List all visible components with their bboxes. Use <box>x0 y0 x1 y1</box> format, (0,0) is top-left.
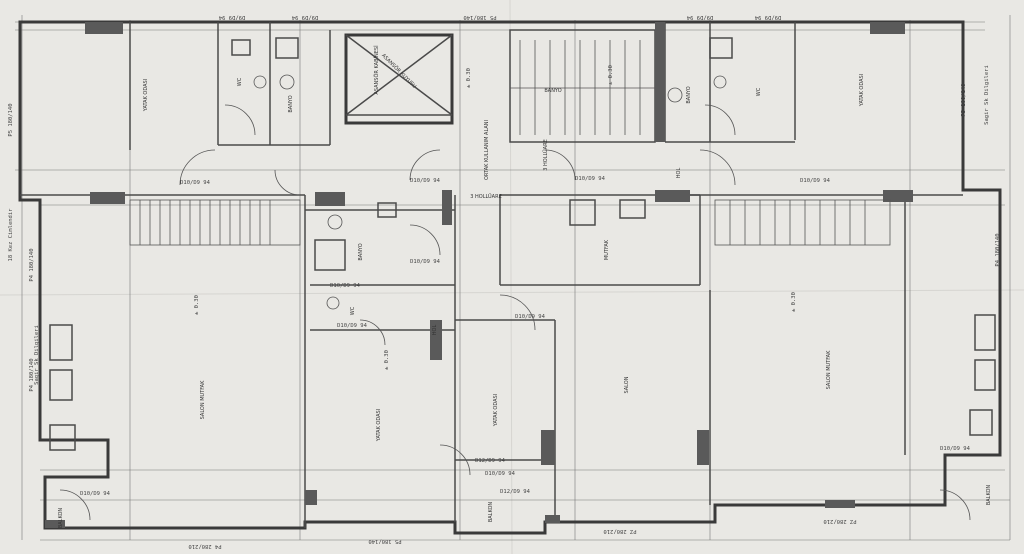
room-label: YATAK ODASI <box>376 409 382 442</box>
fold-line <box>0 289 1024 296</box>
interior-walls <box>20 22 963 528</box>
room-label: WC <box>237 77 243 86</box>
staircase-right <box>714 199 891 246</box>
room-label: BANYO <box>358 243 364 260</box>
structural-columns <box>45 22 913 528</box>
dimension-label: P4 280/210 <box>188 543 221 549</box>
dimension-label: D9/D9 94 <box>291 14 318 20</box>
room-label: YATAK ODASI <box>859 74 865 107</box>
room-label: YATAK ODASI <box>143 79 149 112</box>
dimension-label: PZ 280/210 <box>823 518 856 524</box>
dimension-label: D10/D9 94 <box>800 178 830 184</box>
dimension-label: D10/D9 94 <box>575 176 605 182</box>
room-label: ASANSÖR KABİNESİ <box>373 45 380 94</box>
dimension-label: D10/D9 94 <box>485 471 515 477</box>
dimension-label: ± 0.30 <box>384 350 390 370</box>
staircase-center <box>510 40 655 135</box>
dimension-labels: D9/D9 94 D9/D9 94 P5 180/140 D9/D9 94 D9/D9 … <box>8 14 1001 549</box>
annotation-note: Sagir Sk Dilgileri <box>34 325 40 385</box>
dimension-label: D9/D9 94 <box>686 14 713 20</box>
annotation-note: Sagir Sk Dilgileri <box>984 65 990 125</box>
room-label: WC <box>756 87 762 96</box>
dimension-label: D10/D9 94 <box>410 178 440 184</box>
annotation-note: 18 Kez Cimlendir <box>8 208 14 262</box>
dimension-label: ± 0.30 <box>466 68 472 88</box>
room-label: HOL <box>676 168 682 179</box>
dimension-label: D10/D9 94 <box>940 446 970 452</box>
room-label: ORTAK KULLANIM ALANI <box>484 120 490 180</box>
dimension-label: ± 0.30 <box>194 295 200 315</box>
sanitary-fixtures <box>49 37 996 451</box>
room-label: YATAK ODASI <box>493 394 499 427</box>
door-swings <box>59 104 971 521</box>
dimension-label: P4 180/140 <box>29 358 35 391</box>
dimension-label: P4 180/140 <box>995 233 1001 266</box>
dimension-label: D10/D9 94 <box>410 259 440 265</box>
room-label: 3 HOLLÜARE <box>470 193 502 200</box>
room-label: BANYO <box>288 95 294 112</box>
room-label: SALON MUTFAK <box>826 350 832 389</box>
room-label: BALKON <box>488 502 494 523</box>
dimension-label: D10/D9 94 <box>337 323 367 329</box>
dimension-label: D12/D9 94 <box>500 489 530 495</box>
dimension-label: ± 0.30 <box>791 292 797 312</box>
room-label: SALON <box>624 376 630 393</box>
room-label: WC <box>350 306 356 315</box>
dimension-label: D9/D9 94 <box>754 14 781 20</box>
dimension-label: P5 180/140 <box>368 538 401 544</box>
dimension-label: ± 0.30 <box>608 65 614 85</box>
dimension-label: D12/D9 94 <box>475 458 505 464</box>
room-label: 3 HOLLÜARE <box>542 139 549 171</box>
dimension-label: PZ 280/210 <box>603 528 636 534</box>
dimension-label: D10/D9 94 <box>180 180 210 186</box>
room-label: BANYO <box>686 86 692 103</box>
room-label: SALON MUTFAK <box>200 380 206 419</box>
dimension-label: D10/D9 94 <box>515 314 545 320</box>
room-label: BANYO <box>544 88 561 94</box>
staircase-left <box>129 199 301 246</box>
dimension-label: P5 180/140 <box>8 103 14 136</box>
dimension-label: P4 180/140 <box>29 248 35 281</box>
dimension-label: D10/D9 94 <box>330 283 360 289</box>
room-label: BALKON <box>986 485 992 506</box>
dimension-label: P5 180/140 <box>961 83 967 116</box>
room-label: BALKON <box>58 508 64 529</box>
dimension-label: D9/D9 94 <box>218 14 245 20</box>
room-label: MUTFAK <box>604 239 610 260</box>
room-label: HOL <box>432 325 438 336</box>
dimension-label: P5 180/140 <box>463 14 496 20</box>
exterior-walls <box>18 20 1002 535</box>
dimension-label: D10/D9 94 <box>80 491 110 497</box>
